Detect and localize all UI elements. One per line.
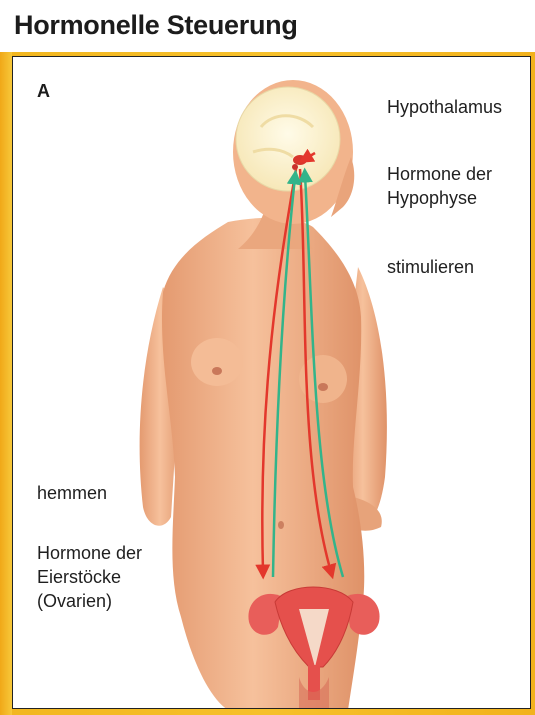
brain (236, 87, 340, 191)
label-hypophyse-line2: Hypophyse (387, 186, 477, 210)
figure-panel: A (12, 56, 531, 709)
label-stimulieren: stimulieren (387, 255, 474, 279)
label-ovar-line1: Hormone der (37, 541, 142, 565)
label-hemmen: hemmen (37, 481, 107, 505)
page-title: Hormonelle Steuerung (14, 10, 298, 41)
label-ovar-line2: Eierstöcke (37, 565, 121, 589)
decorative-frame-strip (0, 52, 12, 715)
label-hypothalamus: Hypothalamus (387, 95, 502, 119)
label-hypophyse-line1: Hormone der (387, 162, 492, 186)
label-ovar-line3: (Ovarien) (37, 589, 112, 613)
left-breast (191, 338, 243, 386)
hypothalamus-spot (293, 155, 307, 165)
